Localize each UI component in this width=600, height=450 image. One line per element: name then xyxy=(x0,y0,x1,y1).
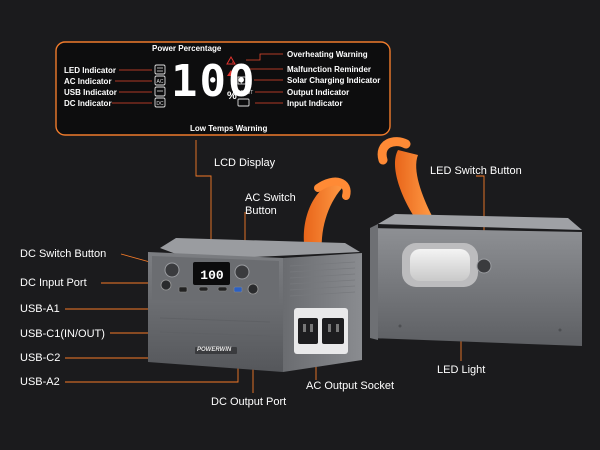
led-indicator-label: LED Indicator xyxy=(64,66,117,75)
ac-indicator-icon: AC xyxy=(154,75,166,86)
svg-text:OUTPUT: OUTPUT xyxy=(233,90,254,96)
svg-text:DC: DC xyxy=(156,101,164,107)
solar-charging-label: Solar Charging Indicator xyxy=(287,76,381,85)
dc-switch-callout: DC Switch Button xyxy=(20,248,107,260)
lcd-display-callout: LCD Display xyxy=(214,157,276,169)
usb-c2-callout: USB-C2 xyxy=(20,352,61,364)
dc-switch-button[interactable] xyxy=(164,262,180,278)
low-temps-warning-label: Low Temps Warning xyxy=(190,124,268,133)
ac-indicator-label: AC Indicator xyxy=(64,77,112,86)
ac-switch-button[interactable] xyxy=(234,264,250,280)
carry-strap-left xyxy=(303,184,344,252)
svg-text:AC: AC xyxy=(157,79,164,85)
ac-socket-2[interactable] xyxy=(322,318,344,344)
lcd-panel-frame xyxy=(55,41,391,136)
lcd-display-leader xyxy=(195,140,211,177)
brand-logo-text: POWERWIN xyxy=(197,347,232,353)
low-temp-icon: ↓ xyxy=(231,58,235,65)
ac-socket-1[interactable] xyxy=(298,318,318,344)
ac-output-callout: AC Output Socket xyxy=(306,380,395,392)
usb-c2-port[interactable] xyxy=(217,286,228,292)
led-light-callout: LED Light xyxy=(437,364,486,376)
input-indicator-label: Input Indicator xyxy=(287,99,343,108)
usb-c1-port[interactable] xyxy=(198,286,209,292)
led-switch-callout: LED Switch Button xyxy=(430,165,522,177)
lcd-digits: 100 xyxy=(171,56,257,107)
ac-switch-callout-line1: AC Switch xyxy=(245,192,296,204)
usb-a1-port[interactable] xyxy=(178,286,188,293)
dc-indicator-icon: DC xyxy=(154,97,166,108)
dc-input-port[interactable] xyxy=(160,279,172,291)
overheating-warning-icon xyxy=(226,55,236,65)
malfunction-reminder-icon xyxy=(227,70,235,76)
usb-indicator-icon xyxy=(154,86,166,97)
svg-text:↓: ↓ xyxy=(231,58,235,65)
lcd-screen xyxy=(193,262,230,285)
ac-switch-callout-line2: Button xyxy=(245,205,277,217)
dc-output-port[interactable] xyxy=(247,283,259,295)
power-percentage-label: Power Percentage xyxy=(152,44,222,53)
led-light xyxy=(410,249,470,281)
output-indicator-label: Output Indicator xyxy=(287,88,350,97)
lcd-percent-sign: % xyxy=(227,90,237,102)
malfunction-reminder-label: Malfunction Reminder xyxy=(287,65,372,74)
dc-output-callout: DC Output Port xyxy=(211,396,287,408)
station-back xyxy=(370,228,582,346)
led-indicator-icon xyxy=(154,64,166,75)
dc-indicator-label: DC Indicator xyxy=(64,99,112,108)
overheating-warning-label: Overheating Warning xyxy=(287,50,368,59)
input-indicator-icon xyxy=(237,98,250,107)
usb-a2-port[interactable] xyxy=(233,286,243,293)
usb-c1-callout: USB-C1(IN/OUT) xyxy=(20,328,105,340)
led-switch-button[interactable] xyxy=(476,258,492,274)
solar-charging-icon xyxy=(237,76,250,85)
dc-input-callout: DC Input Port xyxy=(20,277,87,289)
carry-strap-right xyxy=(394,150,432,222)
output-indicator-icon: OUTPUT xyxy=(233,90,254,96)
usb-a2-callout: USB-A2 xyxy=(20,376,60,388)
usb-a1-callout: USB-A1 xyxy=(20,303,60,315)
svg-text:100: 100 xyxy=(200,268,224,283)
usb-indicator-label: USB Indicator xyxy=(64,88,117,97)
